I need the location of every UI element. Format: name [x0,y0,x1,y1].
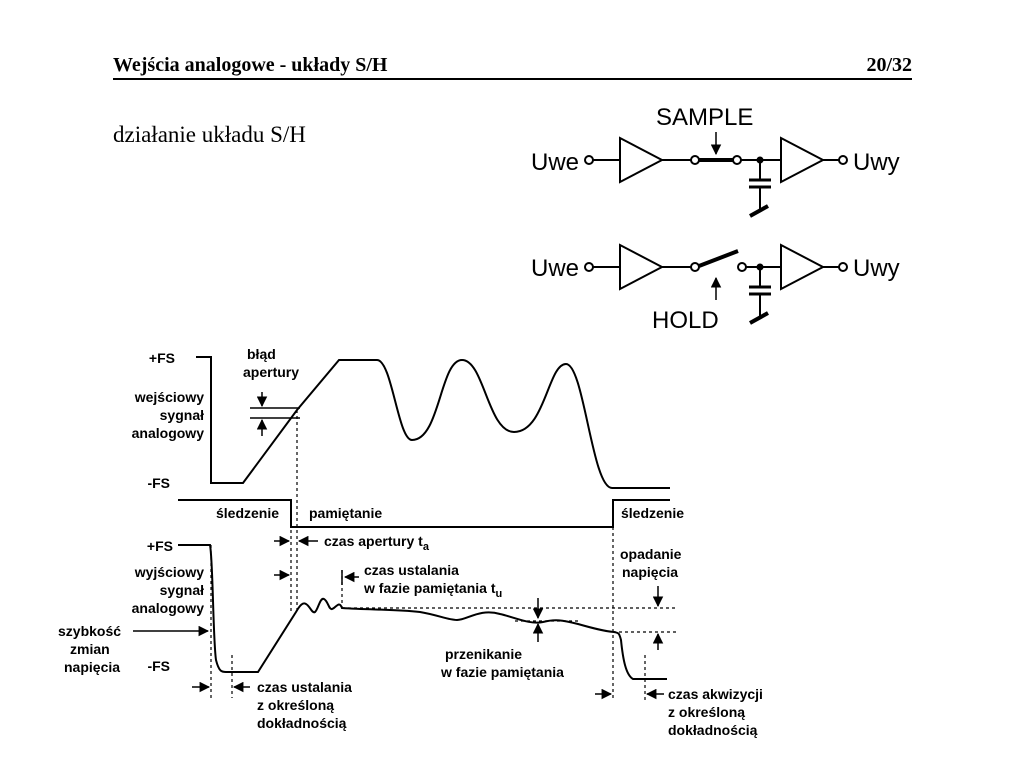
hold-settling-subscript: u [495,588,502,600]
phase-tracking-2-label: śledzenie [621,505,684,521]
switch-open [698,249,739,268]
output-terminal [838,155,848,165]
slew-rate-label-1: szybkość [58,623,121,639]
aperture-error-label-1: błąd [247,346,276,362]
hold-circuit: Uwe Uwy HOLD [531,243,900,334]
sample-mode-label: SAMPLE [656,104,753,131]
input-buffer-amplifier [619,136,665,184]
settling-accuracy-label-2: z określoną [257,697,334,713]
svg-text:w fazie pamiętania tu: w fazie pamiętania tu [363,580,502,600]
output-signal-label-3: analogowy [132,600,205,616]
aperture-error-label-2: apertury [243,364,299,380]
output-waveform [178,544,667,680]
output-signal-label-1: wyjściowy [134,564,204,580]
hold-input-label: Uwe [531,255,579,282]
input-signal-label-3: analogowy [132,425,205,441]
input-terminal [584,155,594,165]
aperture-time-subscript: a [423,541,430,553]
track-hold-control-signal [178,499,670,528]
droop-label-2: napięcia [622,564,678,580]
page-number: 20/32 [866,54,912,76]
input-fs-top-label: +FS [149,350,175,366]
ground-symbol [749,204,769,218]
page-title: Wejścia analogowe - układy S/H [113,54,388,76]
hold-settling-label-1: czas ustalania [364,562,459,578]
output-fs-bottom-label: -FS [147,658,170,674]
output-fs-top-label: +FS [147,538,173,554]
acquisition-time-label-3: dokładnością [668,722,758,738]
timing-diagram: +FS -FS wejściowy sygnał analogowy błąd … [58,346,763,738]
aperture-time-label: czas apertury t [324,533,423,549]
slew-rate-label-2: zmian [70,641,110,657]
droop-label-1: opadanie [620,546,682,562]
acquisition-time-label-1: czas akwizycji [668,686,763,702]
hold-output-label: Uwy [853,255,900,282]
input-fs-bottom-label: -FS [147,475,170,491]
feedthrough-label-2: w fazie pamiętania [440,664,564,680]
output-buffer-amplifier [780,136,826,184]
phase-hold-label: pamiętanie [309,505,382,521]
input-waveform [196,356,670,489]
input-signal-label-1: wejściowy [134,389,204,405]
svg-text:czas apertury ta: czas apertury ta [324,533,430,553]
slew-rate-label-3: napięcia [64,659,120,675]
settling-accuracy-label-1: czas ustalania [257,679,352,695]
slide-subtitle: działanie układu S/H [113,122,306,147]
hold-mode-label: HOLD [652,307,719,334]
hold-settling-label-2: w fazie pamiętania t [363,580,496,596]
phase-tracking-1-label: śledzenie [216,505,279,521]
output-signal-label-2: sygnał [160,582,204,598]
sample-circuit: Uwe Uwy SAMPLE [531,104,900,218]
sample-input-label: Uwe [531,149,579,176]
sample-output-label: Uwy [853,149,900,176]
settling-accuracy-label-3: dokładnością [257,715,347,731]
acquisition-time-label-2: z określoną [668,704,745,720]
header-rule [113,78,912,80]
feedthrough-label-1: przenikanie [445,646,522,662]
input-signal-label-2: sygnał [160,407,204,423]
